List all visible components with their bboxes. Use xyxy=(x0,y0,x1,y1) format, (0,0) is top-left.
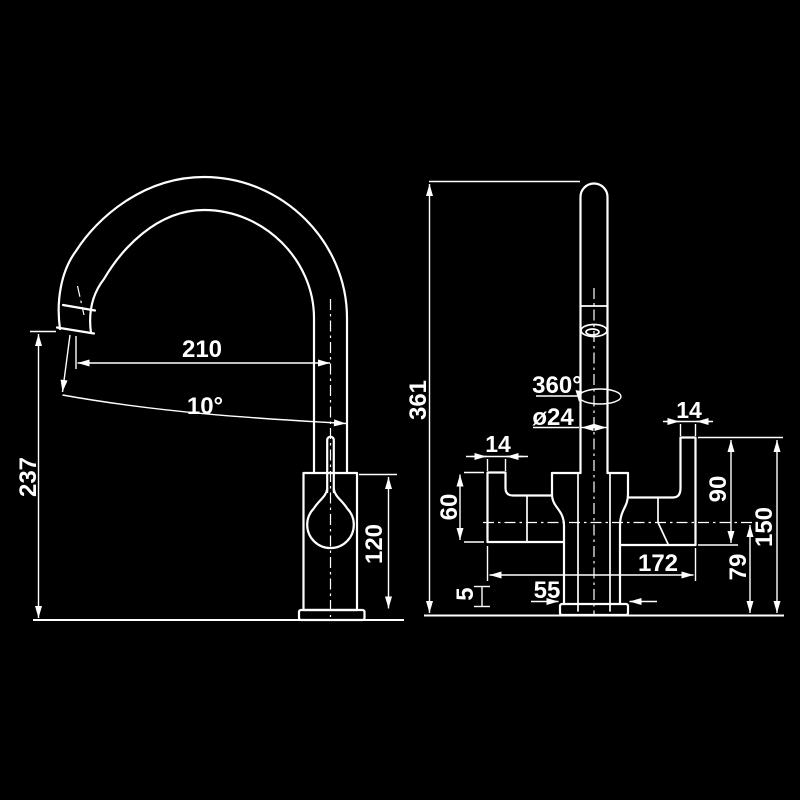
dim-outlet-centre-height-label: 79 xyxy=(725,554,752,581)
swivel-arrowhead xyxy=(575,390,583,402)
dim-overall-width-label: 172 xyxy=(638,550,678,577)
dim-overall-height: 361 xyxy=(405,180,580,613)
left-lever xyxy=(486,471,507,544)
dim-spout-angle-label: 10° xyxy=(187,393,223,420)
dim-spout-diameter-label: ø24 xyxy=(532,404,574,431)
loop-handle xyxy=(306,487,355,550)
aerator-joint xyxy=(61,303,97,312)
dim-overall-width: 172 xyxy=(486,546,697,581)
dim-right-handle-drop-label: 90 xyxy=(705,476,732,503)
dim-spout-height-label: 237 xyxy=(15,457,42,497)
dim-overall-height-label: 361 xyxy=(405,380,432,420)
front-view: 361 360° ø24 14 xyxy=(405,180,784,617)
dim-body-height: 120 xyxy=(359,473,397,609)
dim-swivel-label: 360° xyxy=(532,372,582,399)
dim-base-height-label: 5 xyxy=(452,587,479,600)
dim-outlet-centre-height: 79 xyxy=(725,525,754,613)
faucet-front-outline xyxy=(424,182,784,617)
body-flank-right xyxy=(618,471,630,606)
dim-swivel: 360° xyxy=(532,372,622,405)
tip-axis-centerline xyxy=(76,285,85,316)
pull-rod xyxy=(326,435,335,494)
dim-left-handle-drop: 60 xyxy=(436,471,484,543)
dim-right-handle-drop: 90 xyxy=(698,436,783,546)
collar-detail xyxy=(585,328,600,336)
left-arm-top xyxy=(504,486,554,497)
side-view: 237 210 10° 120 xyxy=(15,175,404,622)
collar-ellipse xyxy=(580,323,608,338)
dim-right-handle-width: 14 xyxy=(663,397,713,436)
body-flank-left xyxy=(550,471,566,606)
dim-spout-angle: 10° xyxy=(60,334,347,427)
dim-base-width-label: 55 xyxy=(534,577,561,604)
dim-left-handle-width: 14 xyxy=(466,431,528,471)
riser-pipe xyxy=(579,182,609,475)
spout-tip-face xyxy=(55,326,96,335)
faucet-side-outline xyxy=(33,175,404,622)
dim-reach-label: 210 xyxy=(182,336,222,363)
right-lever xyxy=(679,436,697,547)
dim-reach: 210 xyxy=(75,336,330,369)
dim-spout-height: 237 xyxy=(15,330,56,618)
dim-right-handle-height-label: 150 xyxy=(751,507,778,547)
right-arm-joint xyxy=(657,496,670,546)
dim-right-handle-width-label: 14 xyxy=(676,397,702,423)
right-arm-top xyxy=(626,486,682,499)
dim-left-handle-drop-label: 60 xyxy=(436,494,463,521)
dim-left-handle-width-label: 14 xyxy=(485,431,511,457)
dim-base-height: 5 xyxy=(452,585,490,608)
dim-base-width: 55 xyxy=(531,577,657,605)
dim-body-height-label: 120 xyxy=(361,524,388,564)
dim-spout-diameter: ø24 xyxy=(532,404,607,431)
dim-right-handle-height: 150 xyxy=(751,440,781,613)
